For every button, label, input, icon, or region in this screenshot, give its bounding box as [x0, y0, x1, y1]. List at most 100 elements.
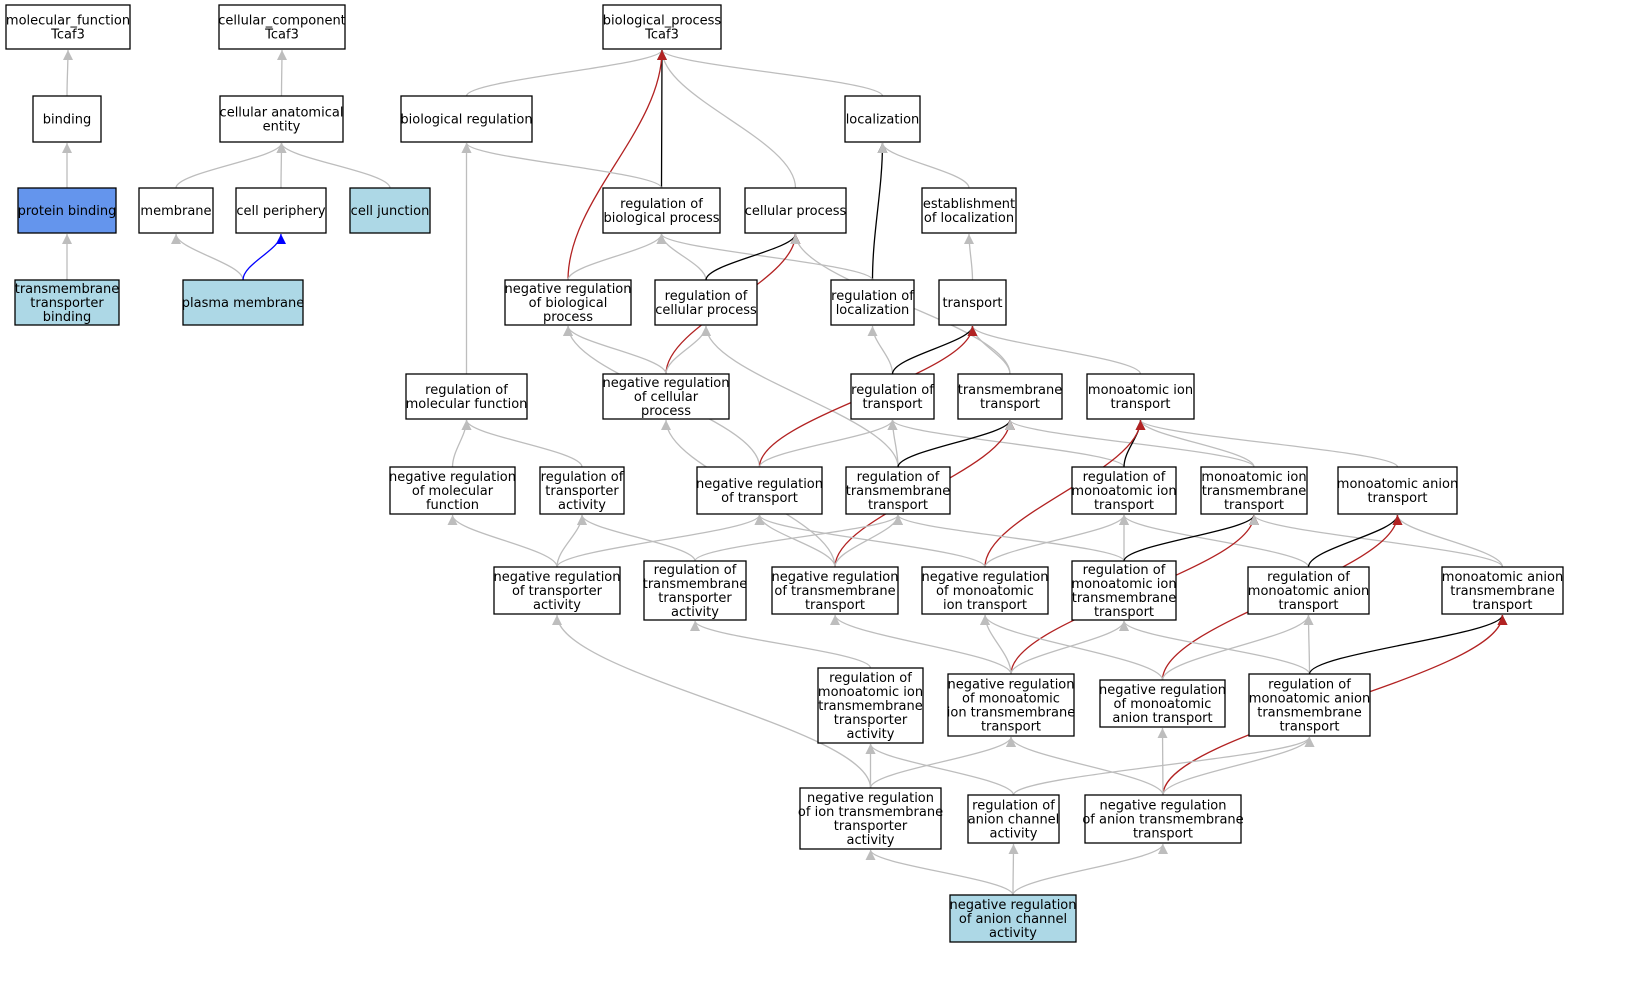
- node-box: [947, 673, 1075, 737]
- edge-negregmitmt-to-negregtmt: [830, 614, 1012, 675]
- edge-negregbp-to-regbp: [567, 233, 667, 281]
- node-label-line: process: [641, 404, 691, 419]
- node-label-line: molecular function: [406, 397, 528, 412]
- node-box: [1071, 560, 1177, 621]
- node-label-line: transporter: [834, 713, 908, 728]
- node-celljunc[interactable]: cell junction: [349, 187, 431, 234]
- node-box: [32, 95, 102, 143]
- node-label-line: localization: [836, 303, 910, 318]
- node-protbind[interactable]: protein binding: [17, 187, 117, 234]
- node-label-line: negative regulation: [389, 470, 516, 485]
- node-label-line: transmembrane: [1202, 484, 1307, 499]
- node-box: [850, 373, 935, 420]
- node-label-line: plasma membrane: [182, 296, 305, 311]
- node-plasmam[interactable]: plasma membrane: [182, 279, 305, 326]
- edge-negregmit-to-mit: [984, 419, 1146, 568]
- node-label-line: transmembrane: [1257, 706, 1362, 721]
- node-label-line: regulation of: [1083, 563, 1166, 578]
- node-box: [349, 187, 431, 234]
- node-label-line: transport: [1094, 605, 1154, 620]
- node-regtmta[interactable]: regulation oftransmembranetransporteract…: [643, 560, 748, 621]
- node-label-line: regulation of: [1268, 678, 1351, 693]
- node-label-line: negative regulation: [504, 282, 631, 297]
- node-box: [218, 4, 346, 50]
- node-label-line: cellular process: [745, 204, 847, 219]
- node-box: [1086, 373, 1195, 420]
- node-label-line: transport: [1367, 491, 1427, 506]
- node-box: [938, 279, 1007, 326]
- node-label-line: process: [543, 310, 593, 325]
- edge-negregmit-to-regmit: [984, 514, 1129, 568]
- node-loc[interactable]: localization: [844, 95, 921, 143]
- edge-regtr-to-transport: [891, 325, 978, 375]
- node-label-line: of localization: [924, 211, 1014, 226]
- node-label-line: transporter: [545, 484, 619, 499]
- edge-regtmt-to-regcp: [701, 325, 899, 468]
- node-label-line: regulation of: [620, 197, 703, 212]
- node-label-line: regulation of: [425, 383, 508, 398]
- node-box: [921, 566, 1049, 615]
- node-label-line: of transmembrane: [774, 584, 895, 599]
- node-label-line: of anion channel: [959, 912, 1067, 927]
- node-label-line: transport: [1133, 827, 1193, 842]
- edge-regac-to-regmitmta: [865, 743, 1015, 796]
- node-transport[interactable]: transport: [938, 279, 1007, 326]
- node-label-line: transport: [1472, 598, 1532, 613]
- node-box: [219, 95, 344, 143]
- node-label-line: activity: [847, 833, 895, 848]
- node-box: [643, 560, 747, 621]
- node-label-line: monoatomic anion: [1249, 692, 1370, 707]
- node-membrane[interactable]: membrane: [138, 187, 214, 234]
- node-box: [493, 566, 621, 615]
- edge-mit-to-transport: [967, 325, 1142, 375]
- edge-cae-to-cc: [276, 49, 287, 97]
- node-label-line: cellular_component: [218, 14, 346, 29]
- node-label-line: regulation of: [831, 289, 914, 304]
- node-binding[interactable]: binding: [32, 95, 102, 143]
- node-box: [957, 373, 1063, 420]
- node-cellproc[interactable]: cellular process: [744, 187, 847, 234]
- node-label-line: monoatomic anion: [1248, 584, 1369, 599]
- node-label-line: negative regulation: [1099, 683, 1226, 698]
- node-bioreg[interactable]: biological regulation: [400, 95, 533, 143]
- node-cellper[interactable]: cell periphery: [235, 187, 327, 234]
- node-label-line: entity: [263, 120, 301, 135]
